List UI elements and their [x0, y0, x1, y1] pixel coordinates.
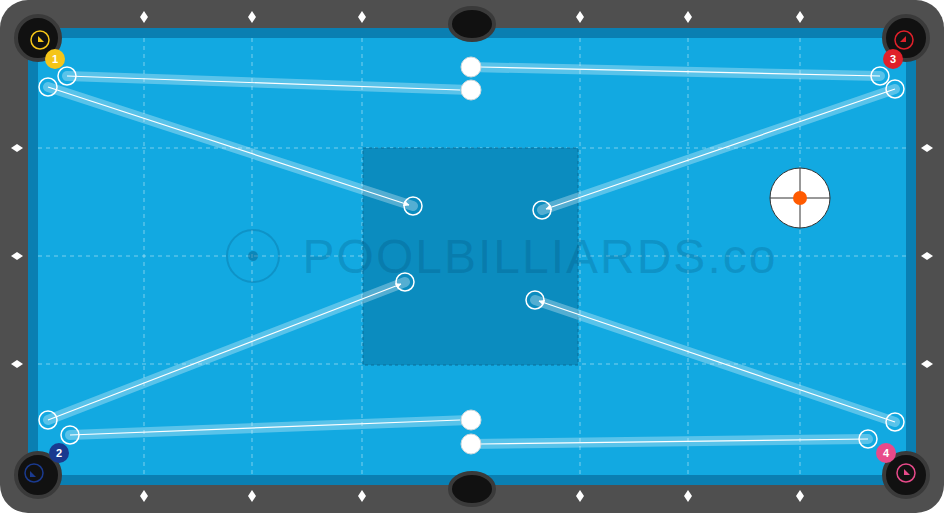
pockets	[16, 8, 928, 505]
watermark: POOLBILLIARDS.co	[303, 229, 778, 284]
pocket-number: 2	[49, 443, 69, 463]
rail-diamonds	[11, 11, 933, 502]
ball-paths	[39, 67, 904, 448]
pocket-markers	[25, 31, 915, 482]
pocket-number: 3	[883, 49, 903, 69]
callout-number: 2	[56, 448, 62, 459]
callout-number: 3	[890, 54, 896, 65]
watermark-logo	[227, 230, 279, 282]
target-ball	[770, 168, 830, 228]
grid-lines	[38, 38, 906, 475]
pocket-number: 1	[45, 49, 65, 69]
callout-number: 1	[52, 54, 58, 65]
cloth	[38, 38, 906, 475]
pocket-number: 4	[876, 443, 896, 463]
callout-number: 4	[883, 448, 889, 459]
cushion	[28, 28, 916, 485]
